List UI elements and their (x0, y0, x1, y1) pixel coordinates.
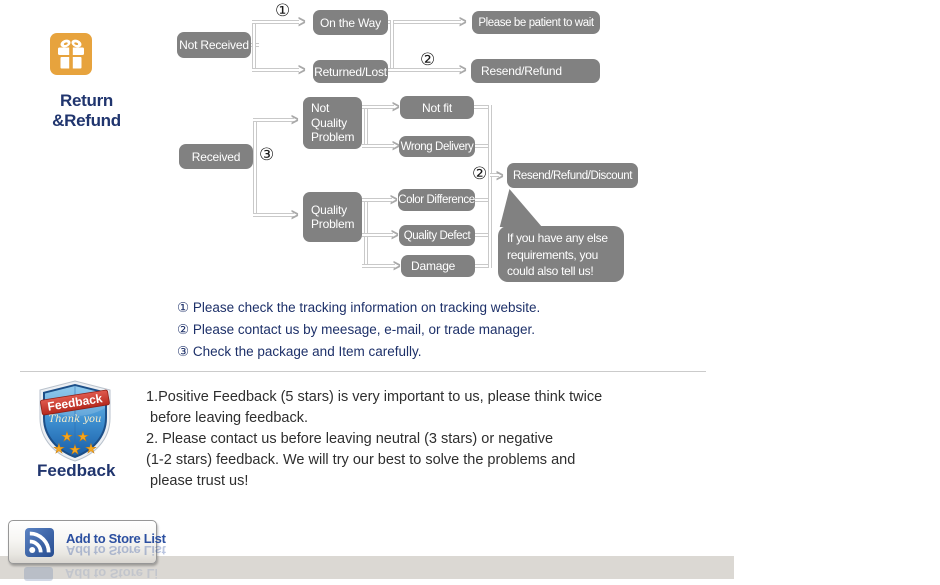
flow-box-not-fit: Not fit (400, 96, 474, 119)
step-marker-3: ③ (259, 145, 275, 164)
connector-line (364, 105, 368, 148)
arrow-icon: > (391, 224, 399, 245)
feedback-line: please trust us! (146, 473, 249, 489)
rss-icon (25, 528, 54, 557)
arrow-icon: > (291, 204, 299, 225)
section-title-return-refund: Return &Refund (52, 91, 121, 130)
feedback-line: 2. Please contact us before leaving neut… (146, 431, 554, 447)
store-button-label: Add to Store List (66, 531, 166, 546)
feedback-line: (1-2 stars) feedback. We will try our be… (146, 452, 576, 468)
store-button-reflection: Add to Store List (8, 566, 157, 582)
add-to-store-list-button[interactable]: Add to Store List Add to Store List (8, 520, 166, 564)
speech-bubble: If you have any else requirements, you c… (498, 226, 624, 282)
flow-box-resend-refund-discount: Resend/Refund/Discount (507, 163, 638, 188)
arrow-icon: > (390, 189, 398, 210)
flow-box-resend-refund: Resend/Refund (471, 59, 600, 83)
connector-line (362, 264, 395, 268)
flow-note-1: ① Please check the tracking information … (177, 300, 541, 315)
rss-icon-ghost (24, 567, 53, 581)
star-icon: ★ (69, 443, 81, 458)
feedback-line: 1.Positive Feedback (5 stars) is very im… (146, 389, 603, 405)
star-icon: ★ (77, 430, 89, 445)
arrow-icon: > (393, 255, 401, 276)
connector-line (253, 118, 294, 122)
feedback-line: before leaving feedback. (146, 410, 309, 426)
connector-line (252, 68, 299, 72)
section-divider (20, 371, 706, 372)
store-button-label-mirror: Add to Store List (66, 543, 166, 558)
feedback-text: 1.Positive Feedback (5 stars) is very im… (146, 387, 602, 492)
connector-line (388, 68, 461, 72)
flow-box-on-the-way: On the Way (313, 10, 388, 35)
connector-line (252, 20, 299, 24)
arrow-icon: > (392, 96, 400, 117)
connector-line (362, 144, 394, 148)
arrow-icon: > (291, 109, 299, 130)
flow-box-not-received: Not Received (177, 32, 251, 58)
arrow-icon: > (496, 165, 504, 186)
flow-box-wrong-delivery: Wrong Delivery (399, 136, 475, 157)
arrow-icon: > (459, 59, 467, 80)
connector-line (475, 264, 490, 268)
connector-line (490, 173, 499, 177)
flow-note-3: ③ Check the package and Item carefully. (177, 344, 422, 359)
arrow-icon: > (459, 11, 467, 32)
connector-line (253, 213, 294, 217)
flow-box-quality-problem: Quality Problem (303, 192, 362, 242)
flow-box-damage: Damage (401, 255, 475, 277)
step-marker-2: ② (420, 50, 436, 69)
connector-line (252, 20, 256, 72)
connector-line (475, 233, 490, 237)
feedback-badge-icon: Feedback Thank you ★ ★ ★ ★ ★ (39, 380, 111, 462)
flow-box-please-wait: Please be patient to wait (472, 11, 600, 34)
connector-line (474, 105, 490, 109)
connector-line (475, 144, 490, 148)
star-icon: ★ (53, 442, 65, 457)
flow-note-2: ② Please contact us by meesage, e-mail, … (177, 322, 536, 337)
arrow-icon: > (392, 135, 400, 156)
arrow-icon: > (298, 59, 306, 80)
store-button-label-ghost: Add to Store List (65, 566, 157, 581)
step-marker-2: ② (472, 164, 488, 183)
connector-line (362, 198, 392, 202)
connector-line (488, 105, 492, 268)
connector-line (362, 105, 394, 109)
badge-script-text: Thank you (49, 414, 102, 425)
connector-line (390, 20, 394, 72)
step-marker-1: ① (275, 1, 291, 20)
connector-line (475, 198, 490, 202)
connector-line (253, 118, 257, 217)
gift-icon (50, 33, 92, 75)
arrow-icon: > (298, 11, 306, 32)
star-icon: ★ (85, 442, 97, 457)
star-icon: ★ (61, 430, 73, 445)
flow-box-color-difference: Color Difference (398, 189, 475, 211)
speech-bubble-tail (499, 189, 542, 227)
flow-box-returned-lost: Returned/Lost (313, 60, 388, 83)
flow-box-not-quality-problem: Not Quality Problem (303, 97, 362, 149)
section-title-feedback: Feedback (37, 461, 116, 480)
connector-line (362, 233, 393, 237)
connector-line (388, 20, 461, 24)
flow-box-quality-defect: Quality Defect (399, 225, 475, 246)
flow-box-received: Received (179, 144, 253, 169)
bottom-bar (0, 556, 734, 579)
